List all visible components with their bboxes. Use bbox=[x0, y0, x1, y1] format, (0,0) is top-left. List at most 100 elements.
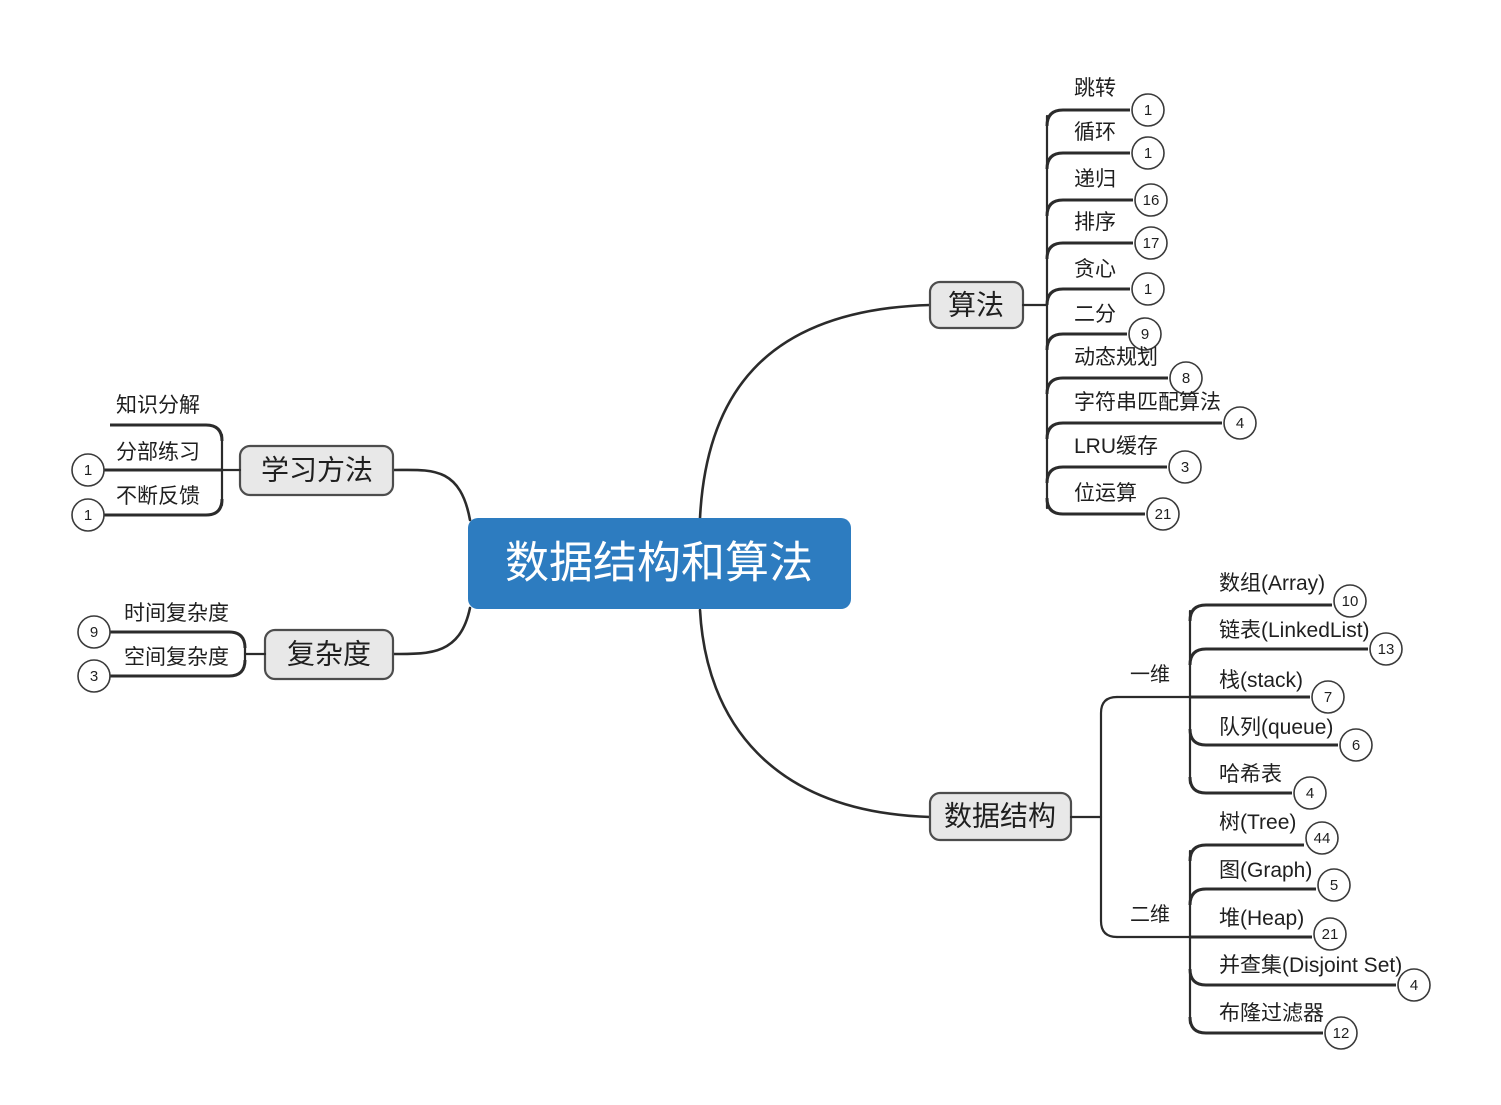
leaf-suanfa-5-badge[interactable]: 9 bbox=[1128, 317, 1162, 351]
leaf-suanfa-6-line bbox=[1045, 376, 1168, 395]
leaf-1d-2[interactable]: 栈(stack) 7 bbox=[1189, 669, 1345, 714]
leaf-1d-0-badge-label: 10 bbox=[1342, 593, 1359, 610]
leaf-2d-4-badge[interactable]: 12 bbox=[1324, 1016, 1358, 1050]
leaf-suanfa-9-line bbox=[1045, 497, 1145, 516]
leaf-suanfa-7[interactable]: 字符串匹配算法 4 bbox=[1045, 391, 1257, 440]
leaf-fzd-0-line bbox=[110, 630, 247, 649]
leaf-1d-4-label: 哈希表 bbox=[1219, 763, 1282, 786]
leaf-1d-1[interactable]: 链表(LinkedList) 13 bbox=[1188, 619, 1403, 666]
leaf-suanfa-2-line bbox=[1045, 198, 1133, 217]
leaf-1d-1-label: 链表(LinkedList) bbox=[1219, 619, 1370, 642]
connector-root-to-shujujiegou bbox=[698, 608, 932, 819]
leaf-1d-1-badge[interactable]: 13 bbox=[1369, 632, 1403, 666]
leaf-2d-1[interactable]: 图(Graph) 5 bbox=[1188, 859, 1351, 906]
leaf-suanfa-4[interactable]: 贪心 1 bbox=[1045, 258, 1165, 306]
leaf-suanfa-8[interactable]: LRU缓存 3 bbox=[1045, 435, 1202, 484]
leaf-1d-1-line bbox=[1188, 647, 1368, 666]
leaf-suanfa-6-badge[interactable]: 8 bbox=[1169, 361, 1203, 395]
leaf-2d-0[interactable]: 树(Tree) 44 bbox=[1188, 811, 1339, 862]
leaf-2d-2-label: 堆(Heap) bbox=[1219, 907, 1304, 930]
leaf-2d-3-badge[interactable]: 4 bbox=[1397, 968, 1431, 1002]
leaf-suanfa-7-badge[interactable]: 4 bbox=[1223, 406, 1257, 440]
leaf-suanfa-6[interactable]: 动态规划 8 bbox=[1045, 346, 1203, 395]
leaf-1d-0[interactable]: 数组(Array) 10 bbox=[1188, 572, 1367, 622]
leaf-suanfa-1[interactable]: 循环 1 bbox=[1045, 121, 1165, 170]
leaf-fzd-1[interactable]: 空间复杂度 3 bbox=[77, 646, 247, 693]
connector-root-to-fuzadu bbox=[391, 606, 472, 656]
leaf-1d-2-badge[interactable]: 7 bbox=[1311, 680, 1345, 714]
leaf-suanfa-0-label: 跳转 bbox=[1074, 77, 1116, 100]
leaf-2d-0-badge[interactable]: 44 bbox=[1305, 821, 1339, 855]
leaf-xxff-2-badge[interactable]: 1 bbox=[71, 498, 105, 532]
leaf-suanfa-5[interactable]: 二分 9 bbox=[1045, 303, 1162, 351]
leaf-2d-1-line bbox=[1188, 887, 1316, 906]
leaf-suanfa-3-badge[interactable]: 17 bbox=[1134, 226, 1168, 260]
leaf-suanfa-3[interactable]: 排序 17 bbox=[1045, 211, 1168, 260]
leaf-fzd-0-badge[interactable]: 9 bbox=[77, 615, 111, 649]
leaf-1d-3-badge[interactable]: 6 bbox=[1339, 728, 1373, 762]
leaf-suanfa-5-label: 二分 bbox=[1074, 303, 1116, 326]
root-node[interactable]: 数据结构和算法 bbox=[468, 518, 851, 609]
leaf-suanfa-9-badge[interactable]: 21 bbox=[1146, 497, 1180, 531]
leaf-xxff-2-badge-label: 1 bbox=[84, 507, 92, 524]
leaf-1d-3-line bbox=[1188, 728, 1338, 747]
leaf-fzd-0[interactable]: 时间复杂度 9 bbox=[77, 602, 247, 649]
leaf-2d-3-badge-label: 4 bbox=[1410, 977, 1418, 994]
fuzadu-leaves: 时间复杂度 9 空间复杂度 3 bbox=[77, 602, 247, 693]
leaf-2d-0-label: 树(Tree) bbox=[1219, 811, 1296, 834]
leaf-suanfa-2-badge[interactable]: 16 bbox=[1134, 183, 1168, 217]
leaf-fzd-1-badge[interactable]: 3 bbox=[77, 659, 111, 693]
leaf-suanfa-7-line bbox=[1045, 421, 1222, 440]
leaf-2d-4[interactable]: 布隆过滤器 12 bbox=[1188, 1002, 1358, 1050]
branch-shujujiegou[interactable]: 数据结构 一维 二维 bbox=[928, 609, 1192, 1025]
leaf-2d-4-line bbox=[1188, 1016, 1323, 1035]
leaf-2d-3-label: 并查集(Disjoint Set) bbox=[1219, 954, 1402, 977]
leaf-xxff-0[interactable]: 知识分解 bbox=[110, 394, 224, 442]
leaf-1d-0-badge[interactable]: 10 bbox=[1333, 584, 1367, 618]
leaf-suanfa-9[interactable]: 位运算 21 bbox=[1045, 482, 1180, 531]
leaf-xxff-2[interactable]: 不断反馈 1 bbox=[71, 485, 224, 532]
leaf-suanfa-0-badge[interactable]: 1 bbox=[1131, 93, 1165, 127]
leaf-2d-2-badge[interactable]: 21 bbox=[1313, 917, 1347, 951]
xuexifangfa-leaves: 知识分解 分部练习 1 不断反馈 1 bbox=[71, 394, 224, 532]
root-node-box[interactable] bbox=[468, 518, 851, 609]
leaf-suanfa-3-line bbox=[1045, 241, 1133, 260]
branch-suanfa[interactable]: 算法 bbox=[928, 114, 1049, 510]
suanfa-leaves: 跳转 1 循环 1 递归 16 排序 bbox=[1045, 77, 1257, 531]
leaf-suanfa-0[interactable]: 跳转 1 bbox=[1045, 77, 1165, 127]
leaf-suanfa-9-label: 位运算 bbox=[1074, 482, 1137, 505]
leaf-2d-4-badge-label: 12 bbox=[1333, 1025, 1350, 1042]
root-connectors bbox=[391, 303, 932, 819]
leaf-2d-3[interactable]: 并查集(Disjoint Set) 4 bbox=[1188, 954, 1431, 1002]
leaf-suanfa-7-label: 字符串匹配算法 bbox=[1074, 391, 1221, 414]
leaf-suanfa-8-badge[interactable]: 3 bbox=[1168, 450, 1202, 484]
leaf-suanfa-2[interactable]: 递归 16 bbox=[1045, 168, 1168, 217]
leaf-xxff-0-line bbox=[110, 423, 224, 442]
branch-xuexifangfa-label: 学习方法 bbox=[261, 454, 373, 485]
leaf-1d-4[interactable]: 哈希表 4 bbox=[1188, 763, 1327, 810]
leaf-suanfa-8-label: LRU缓存 bbox=[1074, 435, 1158, 458]
leaf-xxff-1-badge[interactable]: 1 bbox=[71, 453, 105, 487]
leaf-2d-2[interactable]: 堆(Heap) 21 bbox=[1190, 907, 1347, 951]
leaf-suanfa-6-badge-label: 8 bbox=[1182, 370, 1190, 387]
leaf-fzd-1-badge-label: 3 bbox=[90, 668, 98, 685]
leaf-suanfa-1-badge[interactable]: 1 bbox=[1131, 136, 1165, 170]
leaf-suanfa-5-line bbox=[1045, 332, 1127, 351]
leaf-2d-4-label: 布隆过滤器 bbox=[1219, 1002, 1324, 1025]
branch-fuzadu[interactable]: 复杂度 bbox=[243, 628, 395, 681]
connector-root-to-xuexifangfa bbox=[391, 468, 472, 522]
leaf-1d-4-badge[interactable]: 4 bbox=[1293, 776, 1327, 810]
leaf-1d-0-label: 数组(Array) bbox=[1219, 572, 1325, 595]
leaf-suanfa-1-label: 循环 bbox=[1074, 121, 1116, 144]
leaf-suanfa-4-badge[interactable]: 1 bbox=[1131, 272, 1165, 306]
leaf-1d-3-badge-label: 6 bbox=[1352, 737, 1360, 754]
leaf-2d-1-badge[interactable]: 5 bbox=[1317, 868, 1351, 902]
leaf-fzd-0-label: 时间复杂度 bbox=[124, 602, 229, 625]
leaf-2d-1-badge-label: 5 bbox=[1330, 877, 1338, 894]
leaf-suanfa-3-label: 排序 bbox=[1074, 211, 1116, 234]
leaf-suanfa-0-line bbox=[1045, 108, 1130, 127]
leaf-xxff-1[interactable]: 分部练习 1 bbox=[71, 441, 222, 487]
leaf-1d-3[interactable]: 队列(queue) 6 bbox=[1188, 716, 1373, 762]
branch-xuexifangfa[interactable]: 学习方法 bbox=[220, 433, 395, 507]
